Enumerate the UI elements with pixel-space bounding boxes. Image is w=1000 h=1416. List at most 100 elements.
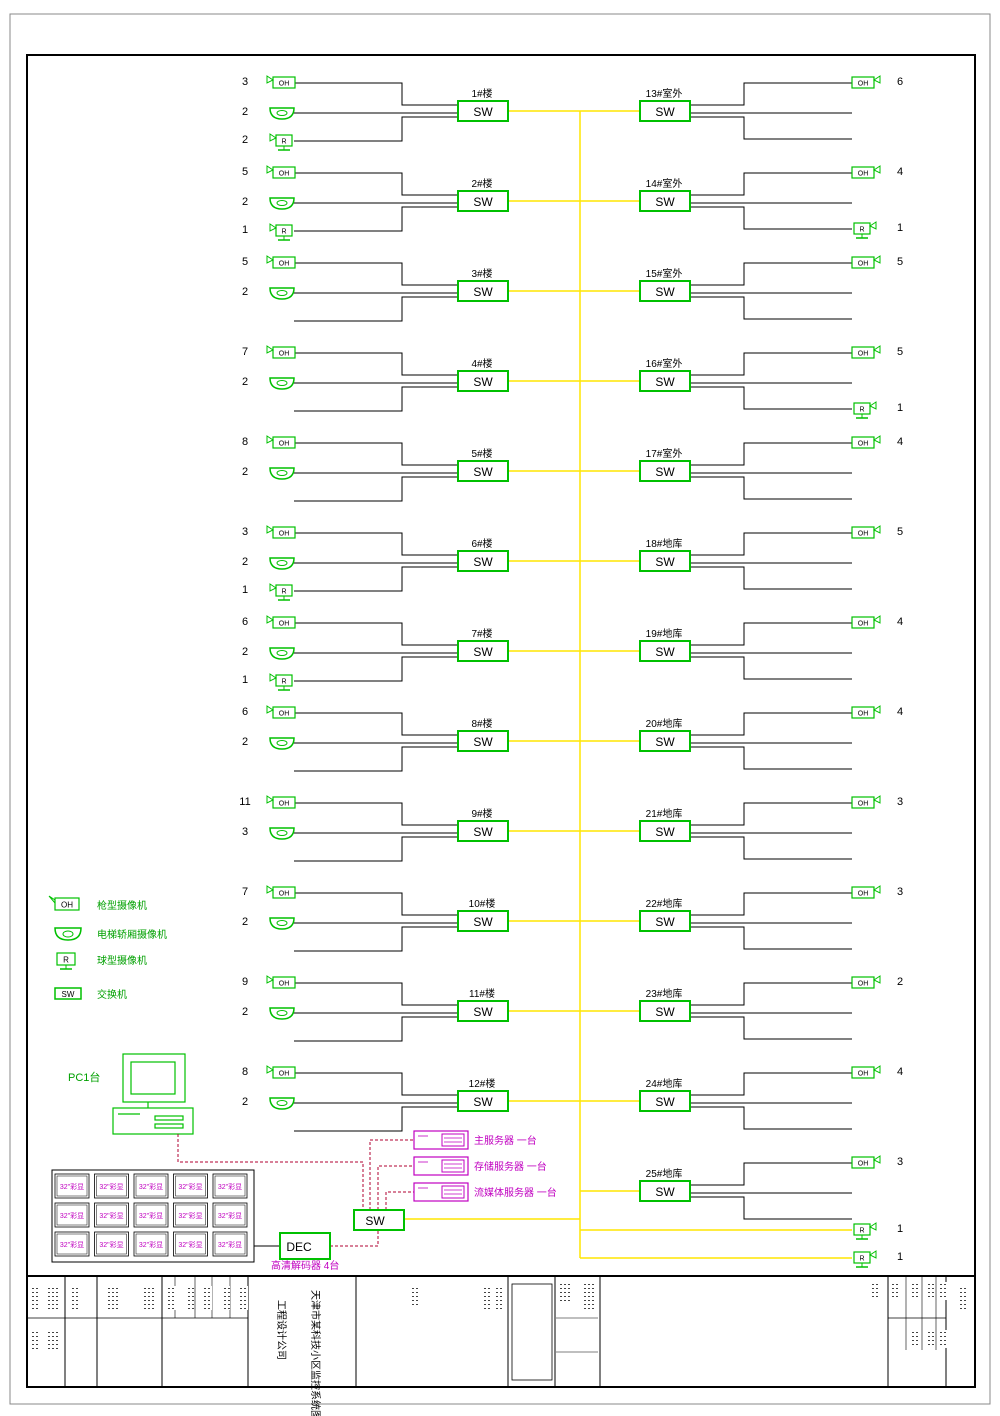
dome-camera-icon (269, 557, 295, 570)
camera-count: 1 (897, 1223, 903, 1235)
svg-text:OH: OH (279, 261, 290, 268)
branch-wire (294, 1016, 458, 1042)
switch-tag: 21#地库 (646, 807, 683, 820)
branch-wire (690, 1196, 852, 1220)
branch-wire (690, 442, 852, 466)
monitor-screen (96, 1175, 127, 1197)
svg-text:R: R (281, 589, 286, 596)
svg-text:OH: OH (858, 621, 869, 628)
switch-tag: 12#楼 (469, 1077, 496, 1090)
camera-count: 6 (242, 706, 248, 718)
switch-box (457, 910, 509, 932)
title-block-field (142, 1286, 154, 1310)
camera-count: 7 (242, 346, 248, 358)
camera-count: 1 (897, 402, 903, 414)
branch-wire (290, 172, 458, 196)
branch-wire (290, 712, 458, 736)
svg-text:天津市某科技小区监控系统图: 天津市某科技小区监控系统图 (309, 1290, 322, 1416)
monitor-screen (56, 1233, 88, 1255)
monitor-label: 32"彩显 (178, 1240, 202, 1249)
r-camera-icon: R (269, 673, 293, 691)
svg-text:R: R (859, 407, 864, 414)
svg-text:OH: OH (279, 1071, 290, 1078)
svg-text:R: R (859, 1256, 864, 1263)
r-camera-icon: R (853, 221, 877, 239)
camera-count: 1 (242, 584, 248, 596)
oh-camera-icon: OH (266, 705, 296, 719)
camera-count: 3 (897, 796, 903, 808)
title-block-field (70, 1286, 80, 1310)
oh-camera-icon: OH (851, 1155, 881, 1169)
svg-text:工程设计公司: 工程设计公司 (275, 1300, 288, 1360)
switch-tag: 14#室外 (646, 177, 683, 190)
legend-sw-icon: SW (54, 987, 82, 1000)
monitor-label: 32"彩显 (99, 1240, 123, 1249)
oh-camera-icon: OH (266, 975, 296, 989)
camera-count: 3 (242, 526, 248, 538)
branch-wire (294, 296, 458, 322)
camera-count: 1 (242, 674, 248, 686)
svg-text:OH: OH (858, 1161, 869, 1168)
monitor-screen (135, 1175, 167, 1197)
switch-label: SW (473, 645, 493, 659)
monitor-screen (175, 1233, 206, 1255)
svg-text:OH: OH (61, 901, 73, 910)
camera-count: 4 (897, 706, 903, 718)
switch-tag: 25#地库 (646, 1167, 683, 1180)
branch-wire (690, 656, 852, 680)
switch-box (639, 460, 691, 482)
r-camera-icon: R (853, 1222, 877, 1240)
camera-count: 5 (897, 256, 903, 268)
title-block-field (926, 1330, 934, 1348)
svg-text:OH: OH (279, 531, 290, 538)
switch-label: SW (655, 375, 675, 389)
svg-text:OH: OH (279, 711, 290, 718)
switch-label: SW (473, 1095, 493, 1109)
monitor-screen (214, 1175, 246, 1197)
title-block: 天津市某科技小区监控系统图 工程设计公司 (27, 1275, 975, 1416)
switch-box (457, 1000, 509, 1022)
branch-wire (690, 296, 852, 320)
server-label: 流媒体服务器 一台 (474, 1186, 557, 1199)
title-block-field (48, 1330, 58, 1352)
monitor-cell (173, 1202, 208, 1228)
svg-text:R: R (281, 139, 286, 146)
switch-tag: 1#楼 (471, 87, 492, 100)
monitor-cell (94, 1231, 129, 1257)
monitor-cell (212, 1202, 248, 1228)
camera-count: 5 (242, 166, 248, 178)
oh-camera-icon: OH (851, 975, 881, 989)
camera-count: 5 (897, 526, 903, 538)
camera-count: 2 (242, 466, 248, 478)
monitor-cell (212, 1173, 248, 1199)
camera-count: 2 (242, 646, 248, 658)
branch-wire (690, 712, 852, 736)
switch-label: SW (473, 375, 493, 389)
title-block-field (892, 1282, 900, 1300)
oh-camera-icon: OH (851, 525, 881, 539)
svg-text:OH: OH (279, 351, 290, 358)
monitor-label: 32"彩显 (60, 1211, 84, 1220)
camera-count: 6 (897, 76, 903, 88)
oh-camera-icon: OH (851, 435, 881, 449)
switch-tag: 11#楼 (469, 987, 495, 1000)
monitor-label: 32"彩显 (218, 1182, 242, 1191)
switch-label: SW (655, 285, 675, 299)
switch-tag: 22#地库 (646, 897, 683, 910)
switch-tag: 18#地库 (646, 537, 683, 550)
monitor-screen (135, 1233, 167, 1255)
oh-camera-icon: OH (266, 525, 296, 539)
switch-label: SW (473, 555, 493, 569)
switch-label: SW (473, 825, 493, 839)
branch-wire (690, 116, 852, 140)
title-block-field (560, 1284, 570, 1304)
switch-label: SW (655, 105, 675, 119)
title-block-field (108, 1286, 120, 1310)
switch-tag: 20#地库 (646, 717, 683, 730)
